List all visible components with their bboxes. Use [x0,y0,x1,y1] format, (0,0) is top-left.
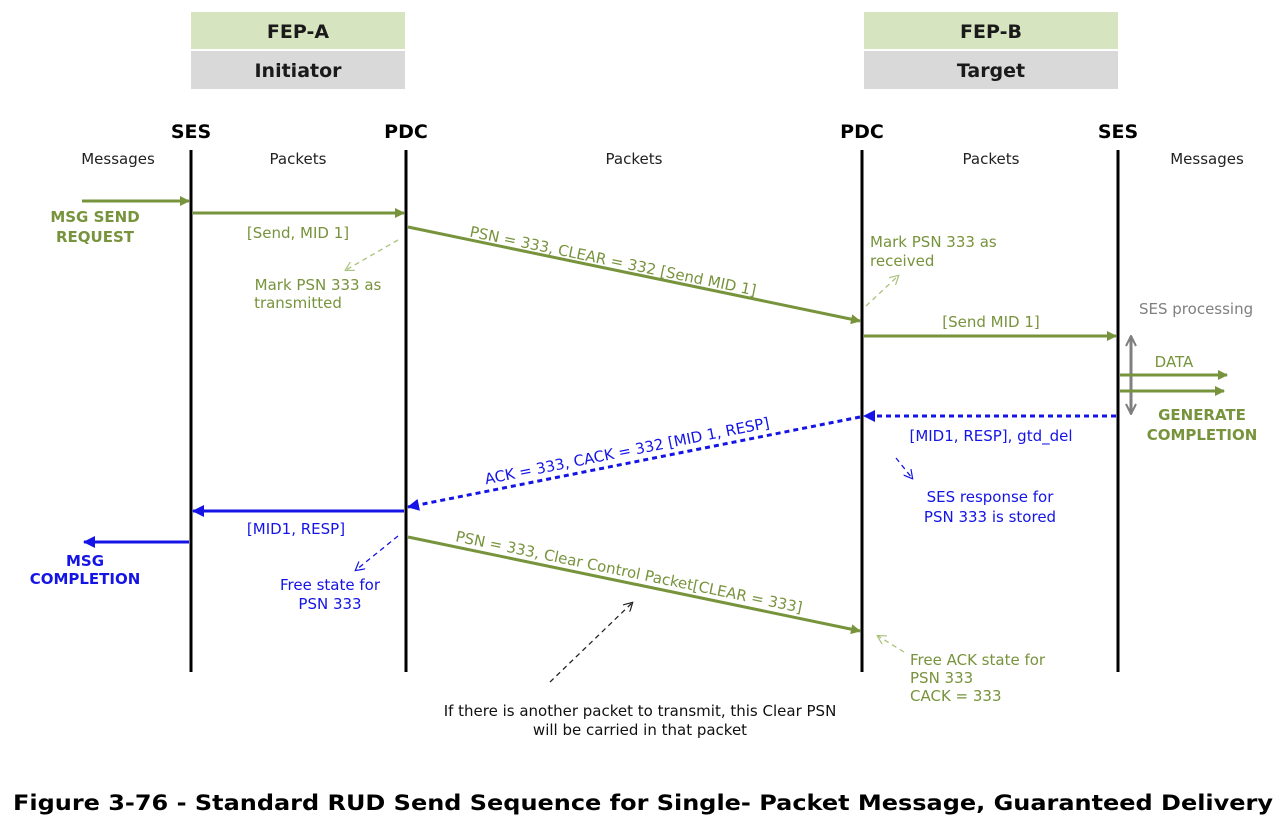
ack-label: ACK = 333, CACK = 332 [MID 1, RESP] [483,414,771,488]
free-ack-line2: PSN 333 [910,669,973,687]
fep-a-role-box [191,51,405,89]
ses-response-line2: PSN 333 is stored [924,508,1056,526]
msg-completion-line2: COMPLETION [30,570,141,588]
packets-a-label: Packets [270,150,327,168]
fep-b-header: FEP-B Target [864,12,1118,89]
mark-transmitted-line2: transmitted [254,294,342,312]
fep-a-header: FEP-A Initiator [191,12,405,89]
send-mid1-label-a: [Send, MID 1] [247,224,349,242]
lifeline-pdc-a-label: PDC [384,121,428,143]
lifeline-pdc-b-label: PDC [840,121,884,143]
fep-b-role: Target [957,60,1025,82]
free-ack-line3: CACK = 333 [910,687,1002,705]
note-pointer [549,603,632,683]
mark-transmitted-line1: Mark PSN 333 as [255,276,382,294]
mark-received-line1: Mark PSN 333 as [870,233,997,251]
fep-b-name-box [864,12,1118,49]
psn-send-arrow [407,225,861,325]
messages-right-label: Messages [1170,150,1244,168]
msg-send-request-line1: MSG SEND [50,208,139,226]
resp-gtd-label: [MID1, RESP], gtd_del [909,427,1072,446]
fep-a-name: FEP-A [267,21,329,43]
figure-caption: Figure 3-76 - Standard RUD Send Sequence… [13,791,1273,815]
free-ack-line1: Free ACK state for [910,651,1046,669]
send-mid1-label-b: [Send MID 1] [942,313,1039,331]
ses-response-pointer [895,457,912,478]
note-line2: will be carried in that packet [533,721,747,739]
ses-response-line1: SES response for [927,488,1055,506]
fep-b-name: FEP-B [960,21,1022,43]
resp-label-a: [MID1, RESP] [247,520,345,538]
messages-left-label: Messages [81,150,155,168]
free-state-pointer [356,535,399,570]
free-state-line2: PSN 333 [298,595,361,613]
generate-completion-line2: COMPLETION [1147,426,1258,444]
lifeline-ses-a-label: SES [171,121,211,143]
msg-completion-line1: MSG [66,552,104,570]
free-ack-pointer [878,636,905,653]
clear-control-arrow [407,535,861,635]
fep-a-name-box [191,12,405,49]
clear-control-label: PSN = 333, Clear Control Packet[CLEAR = … [454,527,804,616]
ses-processing-label: SES processing [1139,300,1253,318]
packets-b-label: Packets [963,150,1020,168]
free-state-line1: Free state for [280,576,381,594]
msg-send-request-line2: REQUEST [56,228,135,246]
packets-mid-label: Packets [606,150,663,168]
psn-send-label: PSN = 333, CLEAR = 332 [Send MID 1] [468,223,758,300]
lifeline-ses-b-label: SES [1098,121,1138,143]
mark-received-line2: received [870,252,934,270]
ack-arrow [407,415,861,511]
note-line1: If there is another packet to transmit, … [444,702,837,720]
mark-transmitted-pointer [346,239,399,270]
mark-received-pointer [865,276,898,307]
fep-a-role: Initiator [254,60,342,82]
fep-b-role-box [864,51,1118,89]
data-label: DATA [1155,353,1194,371]
generate-completion-line1: GENERATE [1158,406,1246,424]
